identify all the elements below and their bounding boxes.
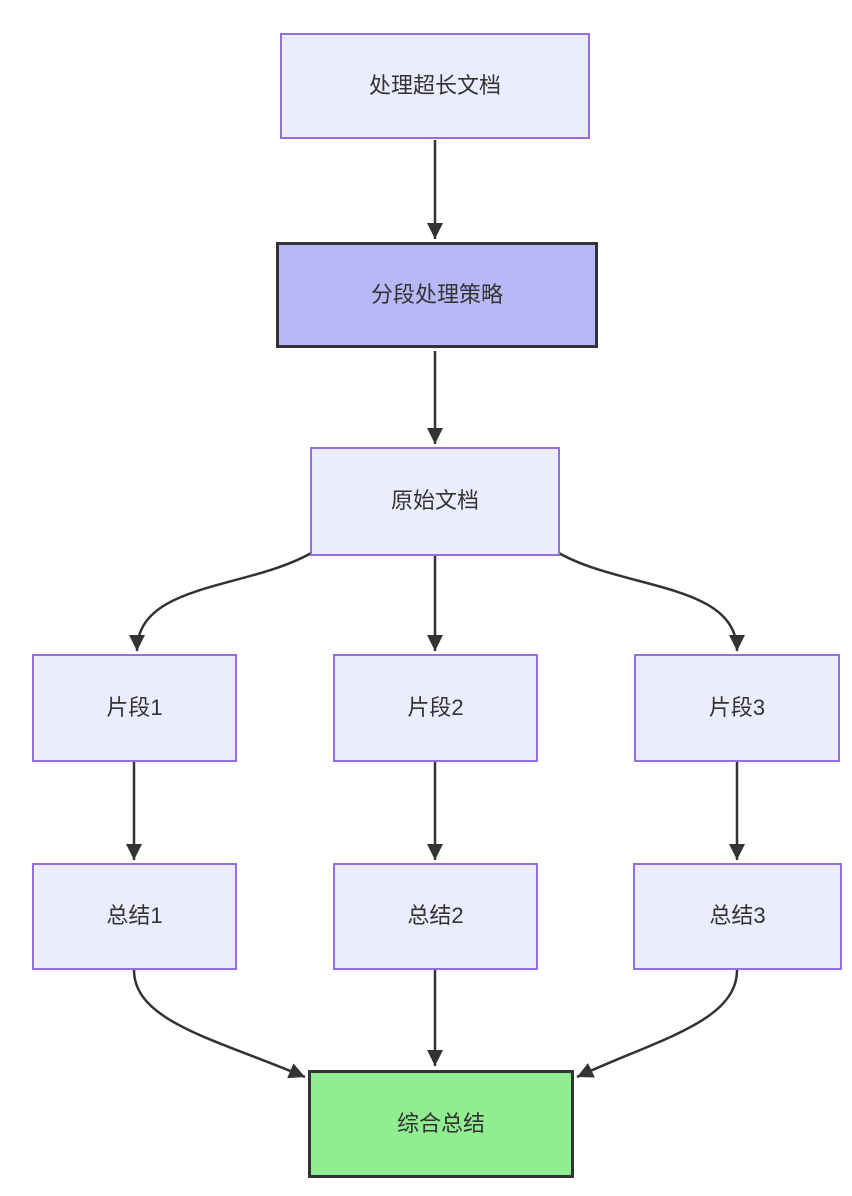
edge-summary3-to-final [576, 969, 739, 1079]
node-fragment-1: 片段1 [32, 654, 237, 762]
node-fragment-3: 片段3 [634, 654, 840, 762]
edge-summary1-to-final [132, 969, 306, 1079]
node-strategy: 分段处理策略 [276, 242, 598, 348]
node-fragment-2: 片段2 [333, 654, 538, 762]
node-summary-2: 总结2 [333, 863, 538, 970]
node-task: 处理超长文档 [280, 33, 590, 139]
node-summary-3: 总结3 [633, 863, 842, 970]
node-summary-1: 总结1 [32, 863, 237, 970]
edge-original-to-fragment3 [556, 550, 745, 652]
edge-original-to-fragment1 [129, 550, 314, 652]
node-final-summary: 综合总结 [308, 1070, 574, 1178]
node-original-doc: 原始文档 [310, 447, 560, 556]
